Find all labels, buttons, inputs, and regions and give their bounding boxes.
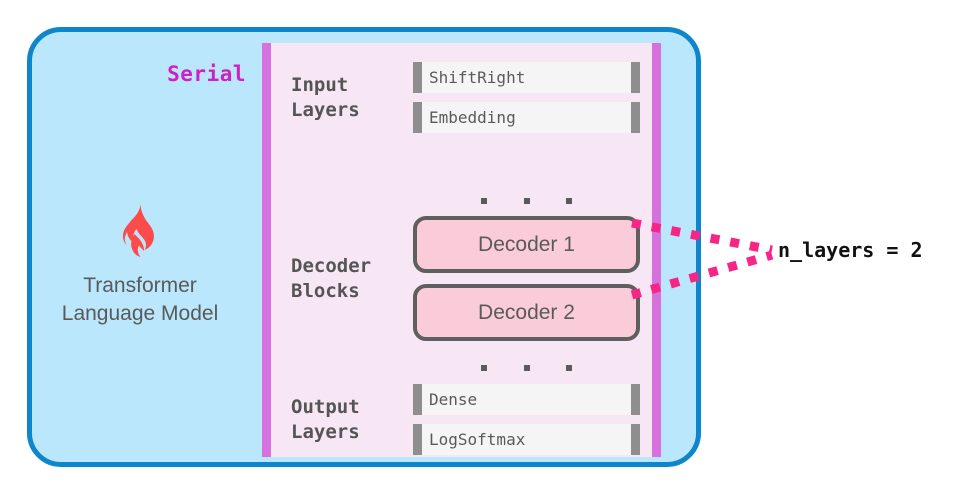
transformer-language-model-container: Serial Transformer Language Model Input … [27,27,701,467]
layer-cap-left-icon [413,102,422,133]
n-layers-annotation: n_layers = 2 [778,238,923,262]
layer-cap-right-icon [631,424,640,455]
layer-cap-left-icon [413,384,422,415]
layer-label: ShiftRight [429,68,526,87]
ellipsis-after-decoder-blocks [271,358,652,376]
model-legend-column: Serial Transformer Language Model [32,32,262,462]
ellipsis-after-input-layers [271,191,652,209]
section-label-output-layers: Output Layers [291,395,360,443]
section-body-output-layers: Dense LogSoftmax [413,384,652,455]
layer-cap-left-icon [413,62,422,93]
ellipsis-dot [565,198,572,204]
layer-cap-right-icon [631,62,640,93]
section-input-layers: Input Layers ShiftRight Embedding [271,62,652,133]
serial-stack-panel: Input Layers ShiftRight Embedding [271,43,652,457]
layer-cap-right-icon [631,384,640,415]
ellipsis-dot [481,365,488,371]
flame-icon [32,200,246,267]
model-name-line-1: Transformer [83,274,197,297]
ellipsis-dot [565,365,572,371]
layer-dense[interactable]: Dense [413,384,640,415]
layer-label: Dense [429,390,478,409]
layer-label: LogSoftmax [429,430,526,449]
model-name: Transformer Language Model [32,272,256,328]
serial-label: Serial [167,62,246,86]
decoder-block-2[interactable]: Decoder 2 [413,284,640,341]
decoder-block-1[interactable]: Decoder 1 [413,216,640,273]
ellipsis-dot [523,198,530,204]
model-name-line-2: Language Model [61,302,219,325]
section-decoder-blocks: Decoder Blocks Decoder 1 Decoder 2 [271,216,652,341]
ellipsis-dot [523,365,530,371]
section-label-input-layers: Input Layers [291,73,360,121]
section-body-decoder-blocks: Decoder 1 Decoder 2 [413,216,652,341]
layer-cap-left-icon [413,424,422,455]
ellipsis-dot [481,198,488,204]
section-label-decoder-blocks: Decoder Blocks [291,254,372,302]
layer-embedding[interactable]: Embedding [413,102,640,133]
section-body-input-layers: ShiftRight Embedding [413,62,652,133]
layer-shiftright[interactable]: ShiftRight [413,62,640,93]
layer-cap-right-icon [631,102,640,133]
section-output-layers: Output Layers Dense LogSoftmax [271,384,652,455]
serial-bar-right [652,43,661,457]
layer-logsoftmax[interactable]: LogSoftmax [413,424,640,455]
serial-bar-left [262,43,271,457]
layer-label: Embedding [429,108,516,127]
